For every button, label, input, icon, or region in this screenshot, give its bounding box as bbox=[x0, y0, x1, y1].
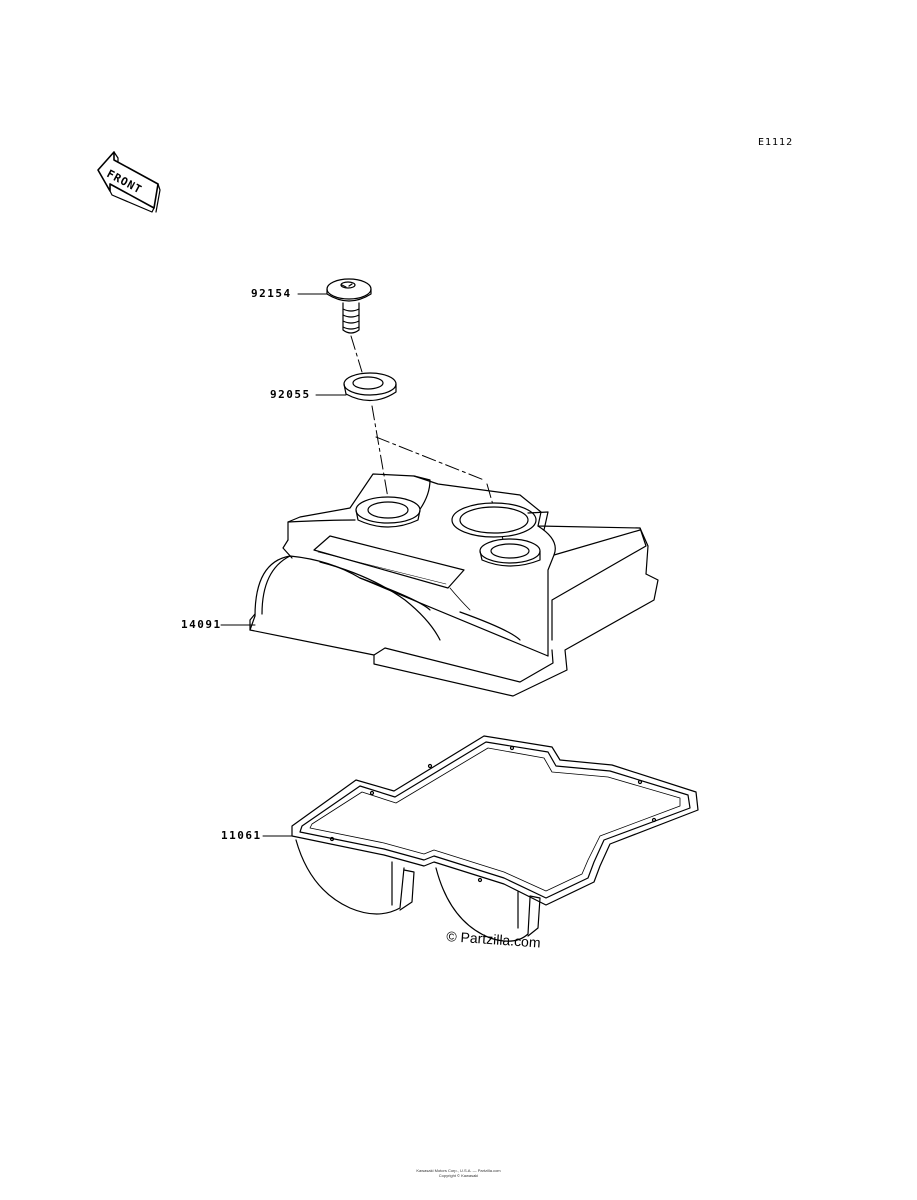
part-label-92154[interactable]: 92154 bbox=[251, 287, 292, 300]
leader-lines bbox=[220, 293, 347, 837]
part-label-92055[interactable]: 92055 bbox=[270, 388, 311, 401]
cylinder-head-cover-14091 bbox=[249, 473, 659, 697]
copyright-footer: Kawasaki Motors Corp., U.S.A. — Partzill… bbox=[0, 1168, 917, 1178]
washer-92055 bbox=[343, 372, 397, 402]
bolt-92154 bbox=[326, 278, 372, 334]
part-label-11061[interactable]: 11061 bbox=[221, 829, 262, 842]
footer-line: Kawasaki Motors Corp., U.S.A. — Partzill… bbox=[416, 1168, 501, 1173]
front-arrow-icon: FRONT bbox=[97, 151, 161, 213]
diagram-code: E1112 bbox=[758, 137, 794, 148]
gasket-11061 bbox=[291, 735, 699, 942]
part-label-14091[interactable]: 14091 bbox=[181, 618, 222, 631]
footer-line: Copyright © Kawasaki bbox=[438, 1173, 479, 1178]
